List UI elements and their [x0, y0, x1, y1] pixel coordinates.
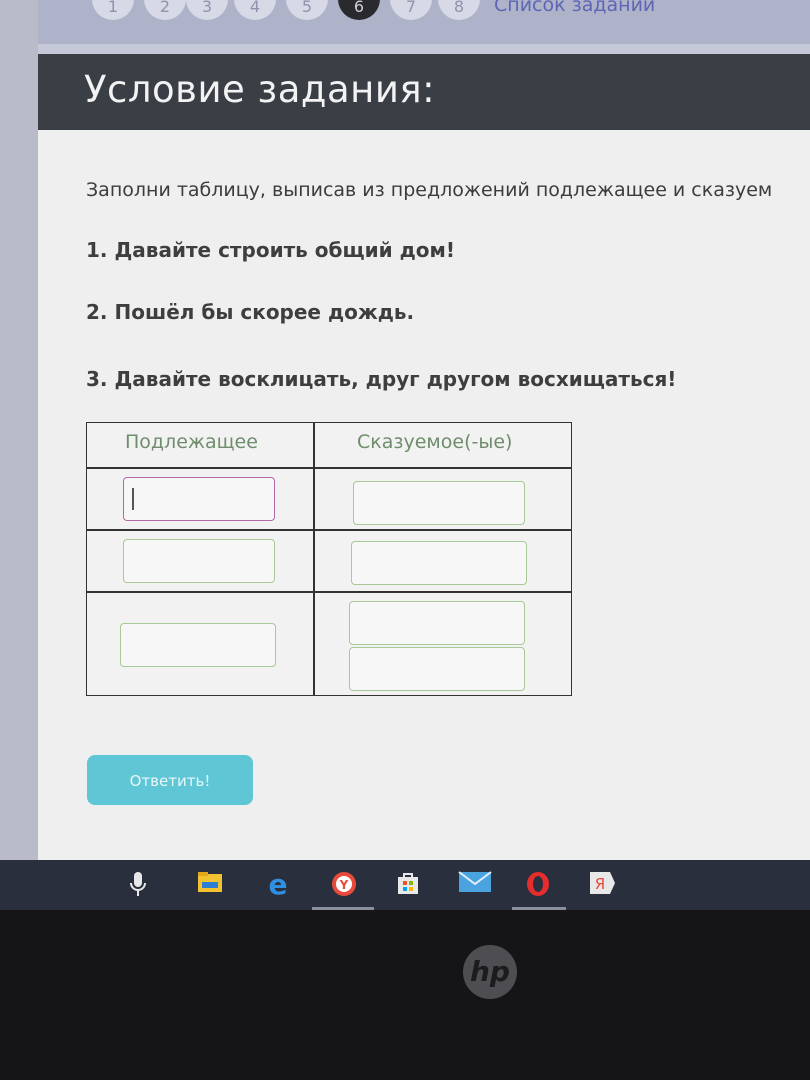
- page-button-8[interactable]: 8: [438, 0, 480, 20]
- predicate-input-3b[interactable]: [349, 647, 525, 691]
- sentence-2: 2. Пошёл бы скорее дождь.: [86, 300, 415, 324]
- text-caret: [132, 488, 134, 510]
- page-button-1[interactable]: 1: [92, 0, 134, 20]
- edge-icon[interactable]: e: [268, 868, 288, 901]
- taskbar-active-indicator: [512, 907, 566, 910]
- table-column-divider: [313, 423, 315, 695]
- left-page-margin: [0, 0, 38, 860]
- table-row-divider: [87, 591, 571, 593]
- table-row-divider: [87, 467, 571, 469]
- subject-input-3[interactable]: [120, 623, 276, 667]
- column-header-subject: Подлежащее: [125, 431, 258, 453]
- page-title: Условие задания:: [84, 68, 436, 111]
- predicate-input-1[interactable]: [353, 481, 525, 525]
- page-button-4[interactable]: 4: [234, 0, 276, 20]
- opera-icon[interactable]: [522, 870, 554, 900]
- task-content: Заполни таблицу, выписав из предложений …: [38, 130, 810, 860]
- sentence-3: 3. Давайте восклицать, друг другом восхи…: [86, 367, 677, 391]
- subject-input-1[interactable]: [123, 477, 275, 521]
- page-button-6[interactable]: 6: [338, 0, 380, 20]
- yandex-icon[interactable]: Я: [586, 870, 618, 900]
- predicate-input-3a[interactable]: [349, 601, 525, 645]
- svg-text:Я: Я: [595, 875, 605, 893]
- column-header-predicate: Сказуемое(-ые): [357, 431, 513, 453]
- predicate-input-2[interactable]: [351, 541, 527, 585]
- page-button-2[interactable]: 2: [144, 0, 186, 20]
- store-icon[interactable]: [392, 870, 424, 900]
- svg-text:Y: Y: [339, 878, 349, 892]
- task-pager: 1 2 3 4 5 6 7 8 Список заданий: [38, 0, 810, 44]
- browser-page: 1 2 3 4 5 6 7 8 Список заданий Условие з…: [0, 0, 810, 860]
- answer-table: Подлежащее Сказуемое(-ые): [86, 422, 572, 696]
- taskbar-active-indicator: [312, 907, 374, 910]
- yandex-browser-icon[interactable]: Y: [328, 870, 360, 900]
- pager-divider: [38, 44, 810, 54]
- subject-input-2[interactable]: [123, 539, 275, 583]
- hp-logo: hp: [463, 945, 517, 999]
- page-button-5[interactable]: 5: [286, 0, 328, 20]
- task-header: Условие задания:: [38, 54, 810, 130]
- file-explorer-icon[interactable]: [194, 870, 226, 900]
- task-instruction: Заполни таблицу, выписав из предложений …: [86, 179, 773, 201]
- page-button-7[interactable]: 7: [390, 0, 432, 20]
- windows-taskbar: e Y Я: [0, 860, 810, 910]
- microphone-icon[interactable]: [122, 870, 154, 900]
- answer-button[interactable]: Ответить!: [87, 755, 253, 805]
- table-row-divider: [87, 529, 571, 531]
- laptop-bezel: [0, 910, 810, 1080]
- task-list-link[interactable]: Список заданий: [494, 0, 656, 16]
- sentence-1: 1. Давайте строить общий дом!: [86, 238, 455, 262]
- mail-icon[interactable]: [458, 870, 492, 900]
- page-button-3[interactable]: 3: [186, 0, 228, 20]
